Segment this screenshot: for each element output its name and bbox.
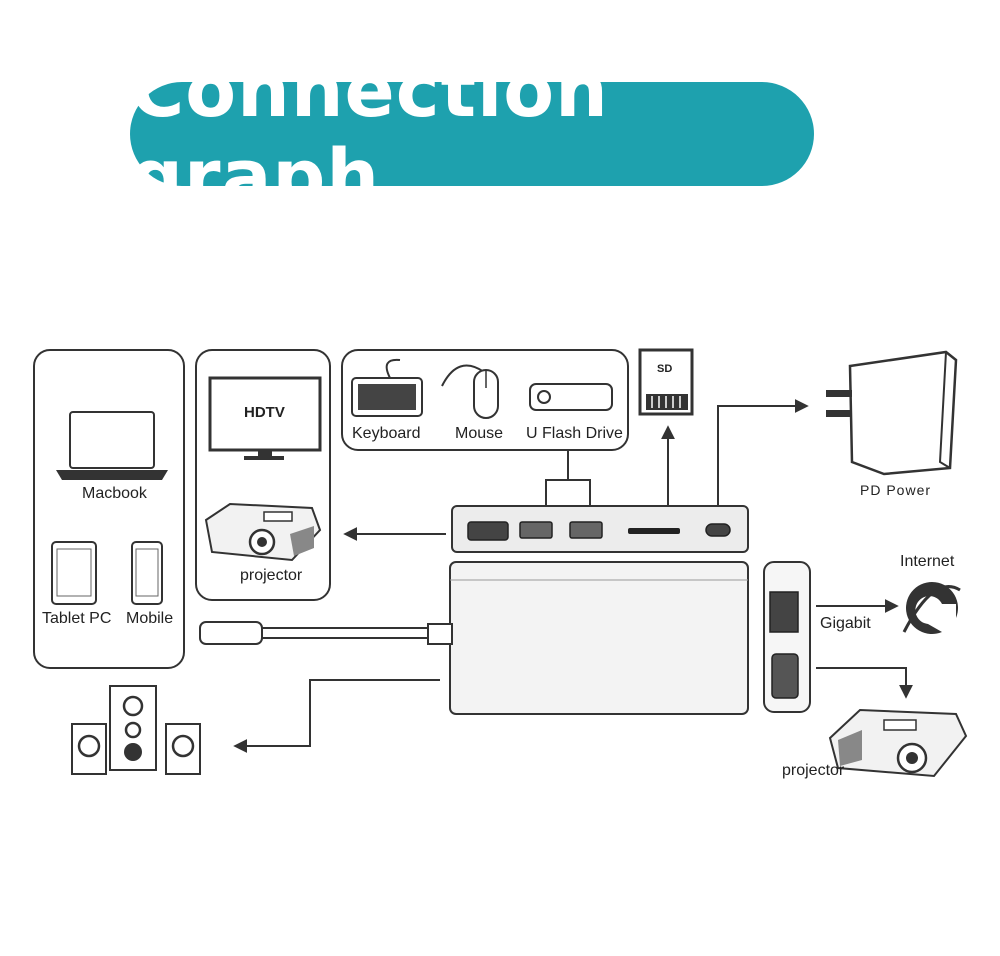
usb-group-box [341,349,629,451]
power-adapter-icon [826,350,958,476]
display-group-box [195,349,331,601]
hub-device [449,505,749,715]
sd-label: SD [657,363,673,375]
gigabit-label: Gigabit [820,615,871,632]
page-title: Connection graph [130,48,609,220]
mobile-label: Mobile [126,610,174,627]
macbook-label: Macbook [82,485,147,502]
mouse-icon [441,364,499,419]
internet-explorer-icon [902,582,961,634]
projector-left-icon [204,502,322,562]
usb-connector-line [545,450,591,506]
keyboard-icon [351,358,423,417]
tablet-pc-label: Tablet PC [42,610,112,627]
usb-port-2 [569,521,603,539]
mouse-label: Mouse [455,425,504,442]
ethernet-vga-adapter [763,561,811,713]
projector-right-icon [828,708,968,778]
laptop-icon [56,411,168,480]
arrow-to-speakers [233,679,440,753]
arrow-to-power [717,399,809,506]
projector-right-label: projector [782,762,845,779]
arrow-to-projector-right [816,667,913,699]
mobile-icon [131,541,163,605]
tablet-icon [51,541,97,605]
internet-label: Internet [900,553,955,570]
flash-drive-icon [529,383,613,411]
projector-left-label: projector [240,567,303,584]
speakers-icon [71,685,201,775]
computer-group-box [33,349,185,669]
title-banner: Connection graph [130,48,814,220]
pd-power-label: PD Power [860,482,932,498]
keyboard-label: Keyboard [352,425,421,442]
sd-slot [628,528,680,534]
sd-card-icon [638,348,694,416]
usb-c-cable [199,621,453,645]
hdtv-label: HDTV [244,404,285,421]
flash-drive-label: U Flash Drive [526,425,623,442]
usb-port-1 [519,521,553,539]
usb-c-port [705,523,731,537]
hdmi-port [467,521,509,541]
hdtv-icon [208,376,322,460]
